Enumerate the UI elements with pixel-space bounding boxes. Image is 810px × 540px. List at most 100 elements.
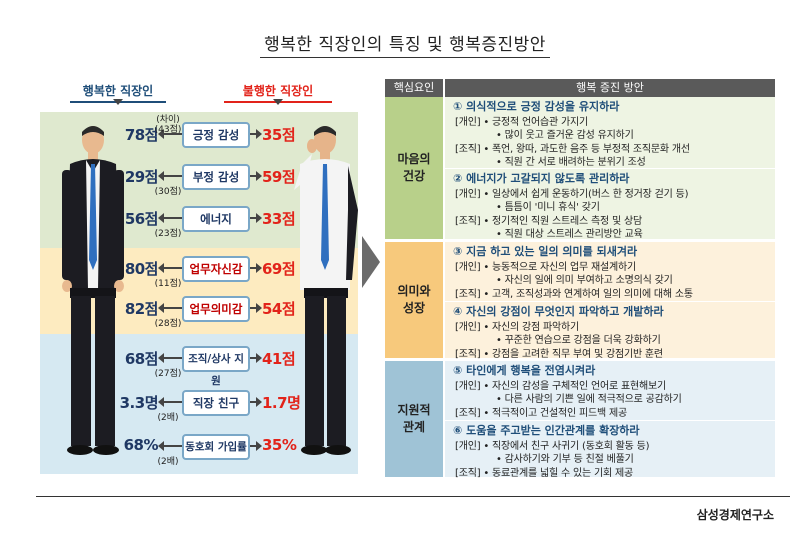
right-arrow-icon xyxy=(250,213,262,223)
plan-line: [조직] • 동료관계를 넓힐 수 있는 기회 제공 xyxy=(455,468,633,479)
plan-line: [조직] • 적극적이고 건설적인 피드백 제공 xyxy=(455,408,627,419)
plan-line: • 다른 사람의 기쁜 일에 적극적으로 공감하기 xyxy=(496,394,682,405)
core-factor-mind: 마음의 건강 xyxy=(385,97,443,239)
left-arrow-icon xyxy=(158,397,182,407)
factor-label: 부정 감성 xyxy=(182,164,250,190)
comparison-row-negative: 29점 (30점) 부정 감성 59점 xyxy=(0,164,810,197)
unhappy-value: 69점 xyxy=(262,260,296,278)
left-arrow-icon xyxy=(158,263,182,273)
plan-line: [조직] • 고객, 조직성과와 연계하여 일의 의미에 대해 소통 xyxy=(455,289,693,300)
comparison-row-support: 68점 (27점) 조직/상사 지원 41점 xyxy=(0,346,810,387)
plan-line: • 자신의 일에 의미 부여하고 소명의식 갖기 xyxy=(496,275,673,286)
plan-block-relations xyxy=(445,361,775,477)
left-arrow-icon xyxy=(158,213,182,223)
right-arrow-icon xyxy=(250,129,262,139)
factor-label: 업무의미감 xyxy=(182,296,250,322)
right-arrow-icon xyxy=(250,397,262,407)
comparison-row-friends: 3.3명 (2배) 직장 친구 1.7명 xyxy=(0,390,810,423)
plan-line: [조직] • 폭언, 왕따, 과도한 음주 등 부정적 조직문화 개선 xyxy=(455,144,690,155)
chevron-right-icon xyxy=(362,236,380,288)
right-arrow-icon xyxy=(250,441,262,451)
happy-value: 56점 xyxy=(124,210,159,228)
plan-heading: ⑤ 타인에게 행복을 전염시켜라 xyxy=(453,364,596,377)
difference-value: (23점) xyxy=(154,229,182,239)
plan-heading: ① 의식적으로 긍정 감성을 유지하라 xyxy=(453,100,620,113)
unhappy-value: 35% xyxy=(262,436,297,454)
plan-line: [개인] • 긍정적 언어습관 가지기 xyxy=(455,117,589,128)
difference-value: (2배) xyxy=(157,413,179,423)
plan-line: [개인] • 일상에서 쉽게 운동하기(버스 한 정거장 걷기 등) xyxy=(455,189,689,200)
left-arrow-icon xyxy=(158,441,182,451)
plan-line: • 감사하기와 기부 등 친절 베풀기 xyxy=(496,454,634,465)
happy-value: 80점 xyxy=(124,260,159,278)
difference-value: (2배) xyxy=(157,457,179,467)
happy-value: 78점 xyxy=(124,126,159,144)
factor-label: 에너지 xyxy=(182,206,250,232)
plan-line: • 꾸준한 연습으로 강점을 더욱 강화하기 xyxy=(496,335,661,346)
comparison-row-energy: 56점 (23점) 에너지 33점 xyxy=(0,206,810,239)
plan-line: [개인] • 직장에서 친구 사귀기 (동호회 활동 등) xyxy=(455,441,650,452)
comparison-row-confidence: 80점 (11점) 업무자신감 69점 xyxy=(0,256,810,289)
source-credit: 삼성경제연구소 xyxy=(696,508,774,522)
down-arrow-icon xyxy=(113,99,123,105)
plan-line: [개인] • 자신의 감성을 구체적인 언어로 표현해보기 xyxy=(455,381,666,392)
plan-heading: ⑥ 도움을 주고받는 인간관계를 확장하라 xyxy=(453,424,640,437)
table-header-core: 핵심요인 xyxy=(385,79,443,97)
difference-value: (11점) xyxy=(154,279,182,289)
factor-label: 동호회 가입률 xyxy=(182,434,250,460)
left-arrow-icon xyxy=(158,303,182,313)
down-arrow-icon xyxy=(273,99,283,105)
unhappy-worker-illustration xyxy=(294,126,358,455)
core-factor-relations: 지원적 관계 xyxy=(385,361,443,477)
factor-label: 업무자신감 xyxy=(182,256,250,282)
left-arrow-icon xyxy=(158,353,182,363)
unhappy-value: 54점 xyxy=(262,300,296,318)
factor-label: 긍정 감성 xyxy=(182,122,250,148)
difference-value: (30점) xyxy=(154,187,182,197)
plan-line: • 직원 간 서로 배려하는 분위기 조성 xyxy=(496,157,646,168)
comparison-row-meaning: 82점 (28점) 업무의미감 54점 xyxy=(0,296,810,329)
plan-line: [개인] • 능동적으로 자신의 업무 재설계하기 xyxy=(455,262,636,273)
happy-value: 68점 xyxy=(124,350,159,368)
happy-value: 3.3명 xyxy=(119,394,159,412)
right-arrow-icon xyxy=(250,171,262,181)
footer-divider xyxy=(36,496,790,497)
difference-value: (차이) (43점) xyxy=(154,115,182,135)
plan-line: [개인] • 자신의 강점 파악하기 xyxy=(455,322,580,333)
unhappy-value: 1.7명 xyxy=(262,394,301,412)
unhappy-value: 59점 xyxy=(262,168,296,186)
divider xyxy=(445,301,775,302)
happy-value: 68% xyxy=(123,436,159,454)
divider xyxy=(445,168,775,169)
plan-heading: ② 에너지가 고갈되지 않도록 관리하라 xyxy=(453,172,630,185)
factor-label: 직장 친구 xyxy=(182,390,250,416)
plan-line: • 많이 웃고 즐거운 감성 유지하기 xyxy=(496,130,634,141)
page-title: 행복한 직장인의 특징 및 행복증진방안 xyxy=(0,30,810,58)
difference-value: (28점) xyxy=(154,319,182,329)
divider xyxy=(445,420,775,421)
plan-line: [조직] • 정기적인 직원 스트레스 측정 및 상담 xyxy=(455,216,642,227)
plan-heading: ③ 지금 하고 있는 일의 의미를 되새겨라 xyxy=(453,245,638,258)
plan-block-growth xyxy=(445,242,775,358)
comparison-row-club: 68% (2배) 동호회 가입률 35% xyxy=(0,434,810,467)
unhappy-value: 33점 xyxy=(262,210,296,228)
right-arrow-icon xyxy=(250,263,262,273)
right-arrow-icon xyxy=(250,353,262,363)
happy-worker-illustration xyxy=(62,126,124,455)
left-arrow-icon xyxy=(158,129,182,139)
happy-value: 29점 xyxy=(124,168,159,186)
happy-value: 82점 xyxy=(124,300,159,318)
plan-line: • 틈틈이 '미니 휴식' 갖기 xyxy=(496,202,600,213)
plan-line: • 직원 대상 스트레스 관리방안 교육 xyxy=(496,229,643,240)
plan-line: [조직] • 강점을 고려한 직무 부여 및 강점기반 훈련 xyxy=(455,349,663,360)
factor-label: 조직/상사 지원 xyxy=(182,346,250,387)
difference-value: (27점) xyxy=(154,369,182,379)
unhappy-value: 41점 xyxy=(262,350,296,368)
table-header-plan: 행복 증진 방안 xyxy=(445,79,775,97)
left-arrow-icon xyxy=(158,171,182,181)
right-arrow-icon xyxy=(250,303,262,313)
core-factor-growth: 의미와 성장 xyxy=(385,242,443,358)
unhappy-value: 35점 xyxy=(262,126,296,144)
comparison-row-positive: 78점 (차이) (43점) 긍정 감성 35점 xyxy=(0,115,810,154)
plan-heading: ④ 자신의 강점이 무엇인지 파악하고 개발하라 xyxy=(453,305,664,318)
